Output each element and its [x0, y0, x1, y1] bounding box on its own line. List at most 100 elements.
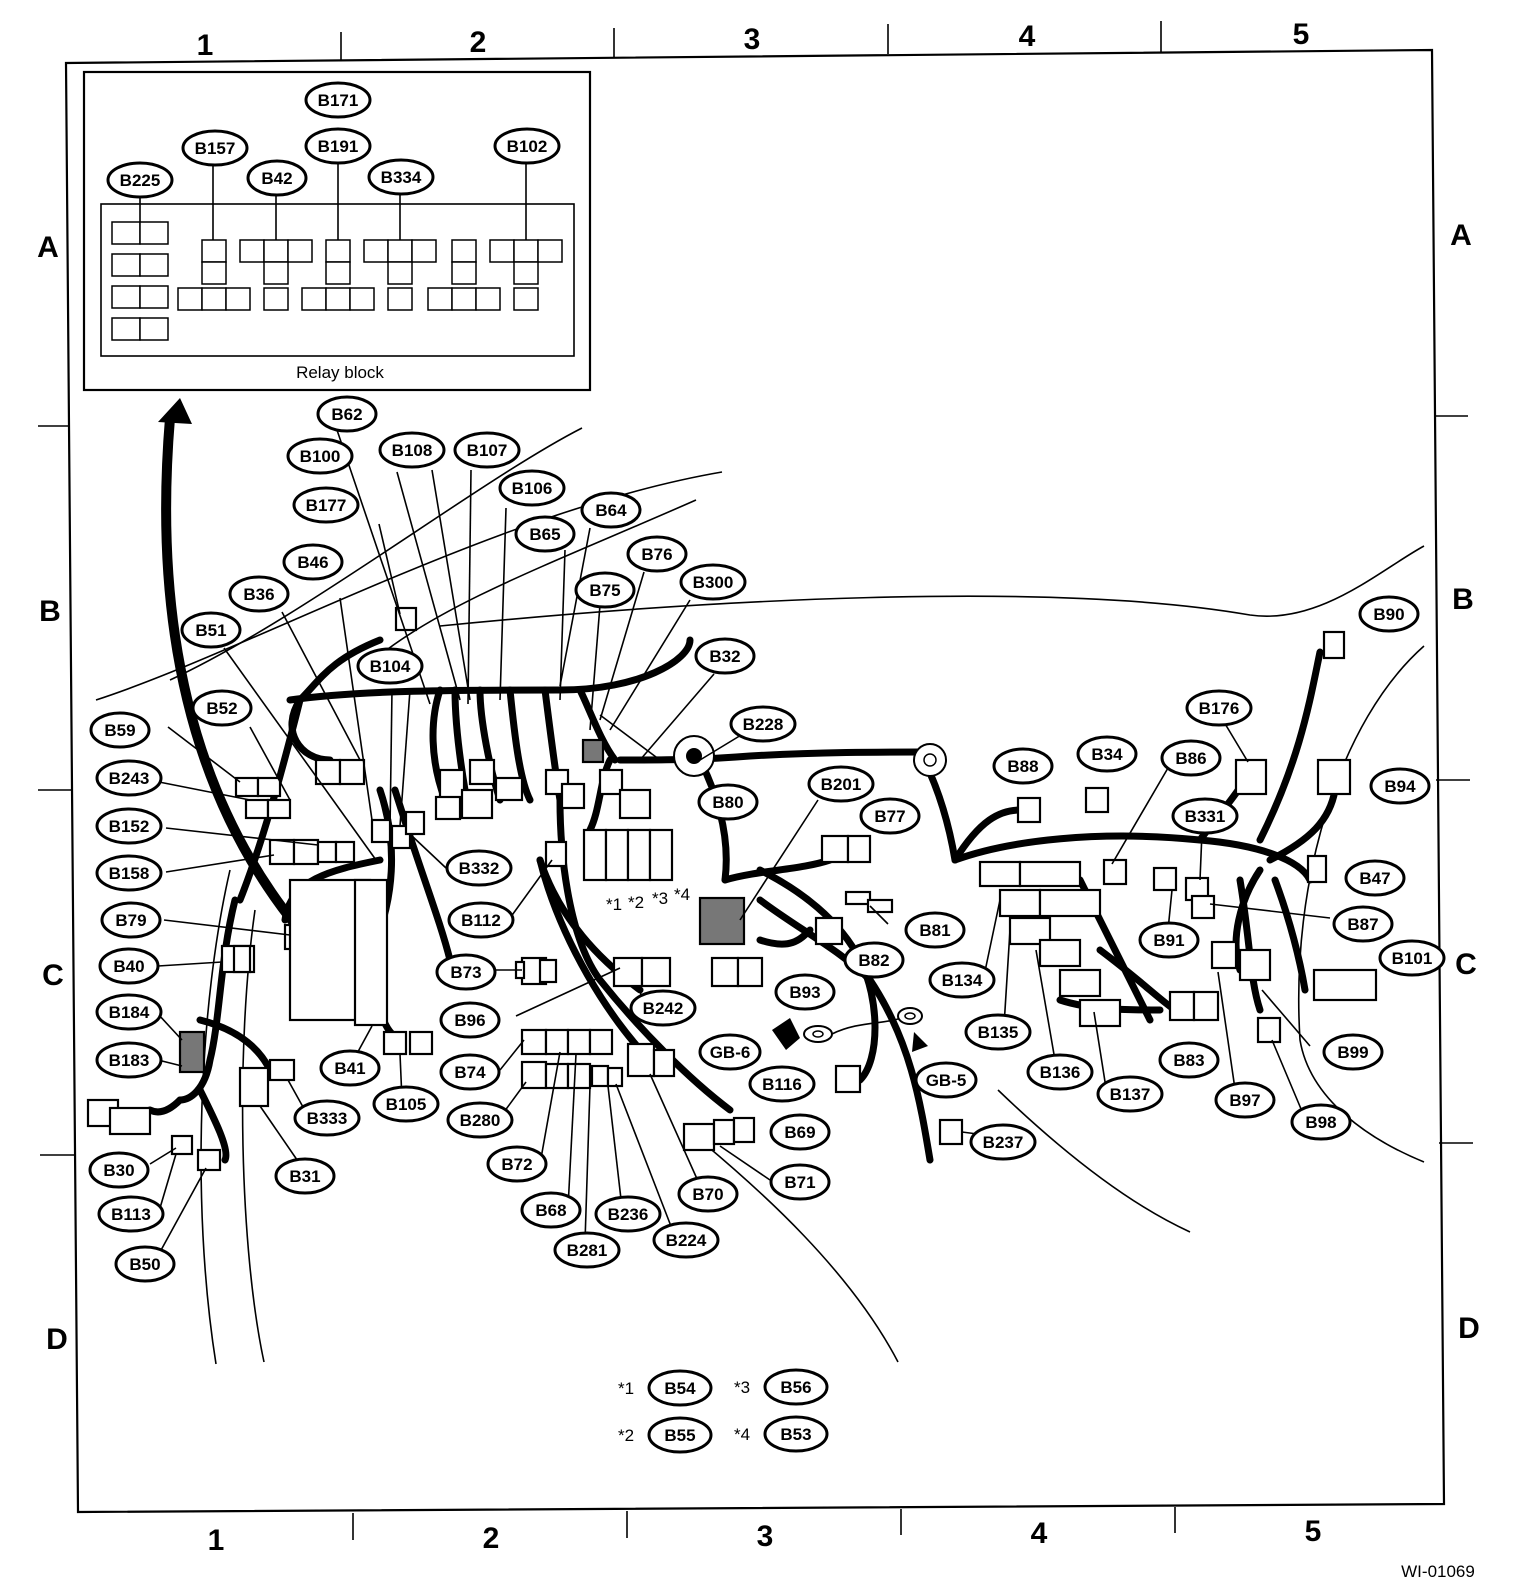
- svg-text:B242: B242: [643, 999, 684, 1018]
- svg-text:B224: B224: [666, 1231, 707, 1250]
- svg-text:B71: B71: [784, 1173, 815, 1192]
- label-B46: B46: [282, 543, 344, 581]
- svg-text:B52: B52: [206, 699, 237, 718]
- svg-text:B237: B237: [983, 1133, 1024, 1152]
- svg-text:B152: B152: [109, 817, 150, 836]
- label-B79: B79: [100, 901, 162, 939]
- label-B62: B62: [316, 395, 378, 433]
- label-B86: B86: [1160, 739, 1222, 777]
- svg-text:B99: B99: [1337, 1043, 1368, 1062]
- svg-text:B113: B113: [111, 1205, 151, 1224]
- svg-text:B157: B157: [195, 139, 236, 158]
- label-B137: B137: [1096, 1075, 1164, 1113]
- label-GB6: GB-6: [698, 1033, 762, 1071]
- label-B70: B70: [677, 1175, 739, 1213]
- svg-text:B104: B104: [370, 657, 411, 676]
- svg-text:B32: B32: [709, 647, 740, 666]
- label-B30: B30: [88, 1151, 150, 1189]
- svg-text:B280: B280: [460, 1111, 501, 1130]
- svg-text:B94: B94: [1384, 777, 1416, 796]
- leader-lines: [149, 429, 1331, 1253]
- svg-text:B54: B54: [664, 1379, 696, 1398]
- svg-text:B116: B116: [762, 1075, 802, 1094]
- svg-text:B56: B56: [780, 1378, 811, 1397]
- svg-text:B102: B102: [507, 137, 548, 156]
- legend: *1 B54 *2 B55 *3 B56 *4 B53: [618, 1368, 829, 1454]
- label-B332: B332: [445, 849, 513, 887]
- ground-terminals: [673, 735, 947, 1052]
- label-B177: B177: [292, 486, 360, 524]
- label-B237: B237: [969, 1123, 1037, 1161]
- label-B31: B31: [274, 1157, 336, 1195]
- row-label-a: A: [37, 231, 59, 264]
- svg-text:B80: B80: [712, 793, 743, 812]
- relay-block-leaders: [139, 161, 527, 240]
- mark-3: *3: [652, 889, 668, 908]
- column-label-3: 3: [744, 23, 761, 56]
- row-label-b: B: [39, 595, 61, 628]
- svg-text:B158: B158: [109, 864, 150, 883]
- label-B81: B81: [904, 911, 966, 949]
- label-B76: B76: [626, 535, 688, 573]
- label-B99: B99: [1322, 1033, 1384, 1071]
- label-B69: B69: [769, 1113, 831, 1151]
- label-B171: B171: [304, 81, 372, 119]
- label-B74: B74: [439, 1053, 501, 1091]
- svg-text:B41: B41: [334, 1059, 365, 1078]
- svg-text:B83: B83: [1173, 1051, 1204, 1070]
- svg-text:GB-5: GB-5: [926, 1071, 967, 1090]
- label-B51: B51: [180, 611, 242, 649]
- svg-text:B100: B100: [300, 447, 341, 466]
- row-label-c: C: [42, 959, 64, 992]
- svg-text:*3: *3: [734, 1378, 750, 1397]
- svg-text:GB-6: GB-6: [710, 1043, 751, 1062]
- relay-block-inset: Relay block: [82, 70, 592, 392]
- row-label-d-right: D: [1458, 1312, 1480, 1345]
- svg-text:B70: B70: [692, 1185, 723, 1204]
- svg-text:B73: B73: [450, 963, 481, 982]
- label-B50: B50: [114, 1245, 176, 1283]
- svg-text:B62: B62: [331, 405, 362, 424]
- svg-text:B184: B184: [109, 1003, 150, 1022]
- svg-text:B93: B93: [789, 983, 820, 1002]
- svg-text:*4: *4: [734, 1425, 750, 1444]
- svg-text:B135: B135: [978, 1023, 1019, 1042]
- label-B94: B94: [1369, 767, 1431, 805]
- column-label-4-bottom: 4: [1031, 1517, 1048, 1550]
- label-B34: B34: [1076, 735, 1138, 773]
- label-B91: B91: [1138, 921, 1200, 959]
- svg-text:B225: B225: [120, 171, 161, 190]
- label-B75: B75: [574, 571, 636, 609]
- svg-text:B34: B34: [1091, 745, 1123, 764]
- label-B52: B52: [191, 689, 253, 727]
- svg-text:B97: B97: [1229, 1091, 1260, 1110]
- label-B112: B112: [447, 901, 515, 939]
- svg-text:B76: B76: [641, 545, 672, 564]
- label-B157: B157: [181, 129, 249, 167]
- svg-text:B243: B243: [109, 769, 150, 788]
- star-marks: *1 *2 *3 *4: [606, 885, 690, 914]
- label-B64: B64: [580, 491, 642, 529]
- svg-text:B177: B177: [306, 496, 347, 515]
- label-B191: B191: [304, 127, 372, 165]
- label-B47: B47: [1344, 859, 1406, 897]
- label-B334: B334: [367, 158, 435, 196]
- grid-labels: 1 2 3 4 5 1 2 3 4 5 A B C D A B C D: [37, 18, 1480, 1557]
- svg-text:B333: B333: [307, 1109, 348, 1128]
- label-B32: B32: [694, 637, 756, 675]
- row-label-c-right: C: [1455, 948, 1477, 981]
- legend-item-1: *1 B54: [618, 1369, 713, 1407]
- svg-text:B64: B64: [595, 501, 627, 520]
- row-label-d: D: [46, 1323, 68, 1356]
- label-B65: B65: [514, 515, 576, 553]
- svg-text:B65: B65: [529, 525, 560, 544]
- label-B331: B331: [1171, 797, 1239, 835]
- label-B42: B42: [246, 159, 308, 197]
- label-B36: B36: [228, 575, 290, 613]
- label-B68: B68: [520, 1191, 582, 1229]
- label-B41: B41: [319, 1049, 381, 1087]
- svg-text:B53: B53: [780, 1425, 811, 1444]
- label-B102: B102: [493, 127, 561, 165]
- svg-text:B31: B31: [289, 1167, 320, 1186]
